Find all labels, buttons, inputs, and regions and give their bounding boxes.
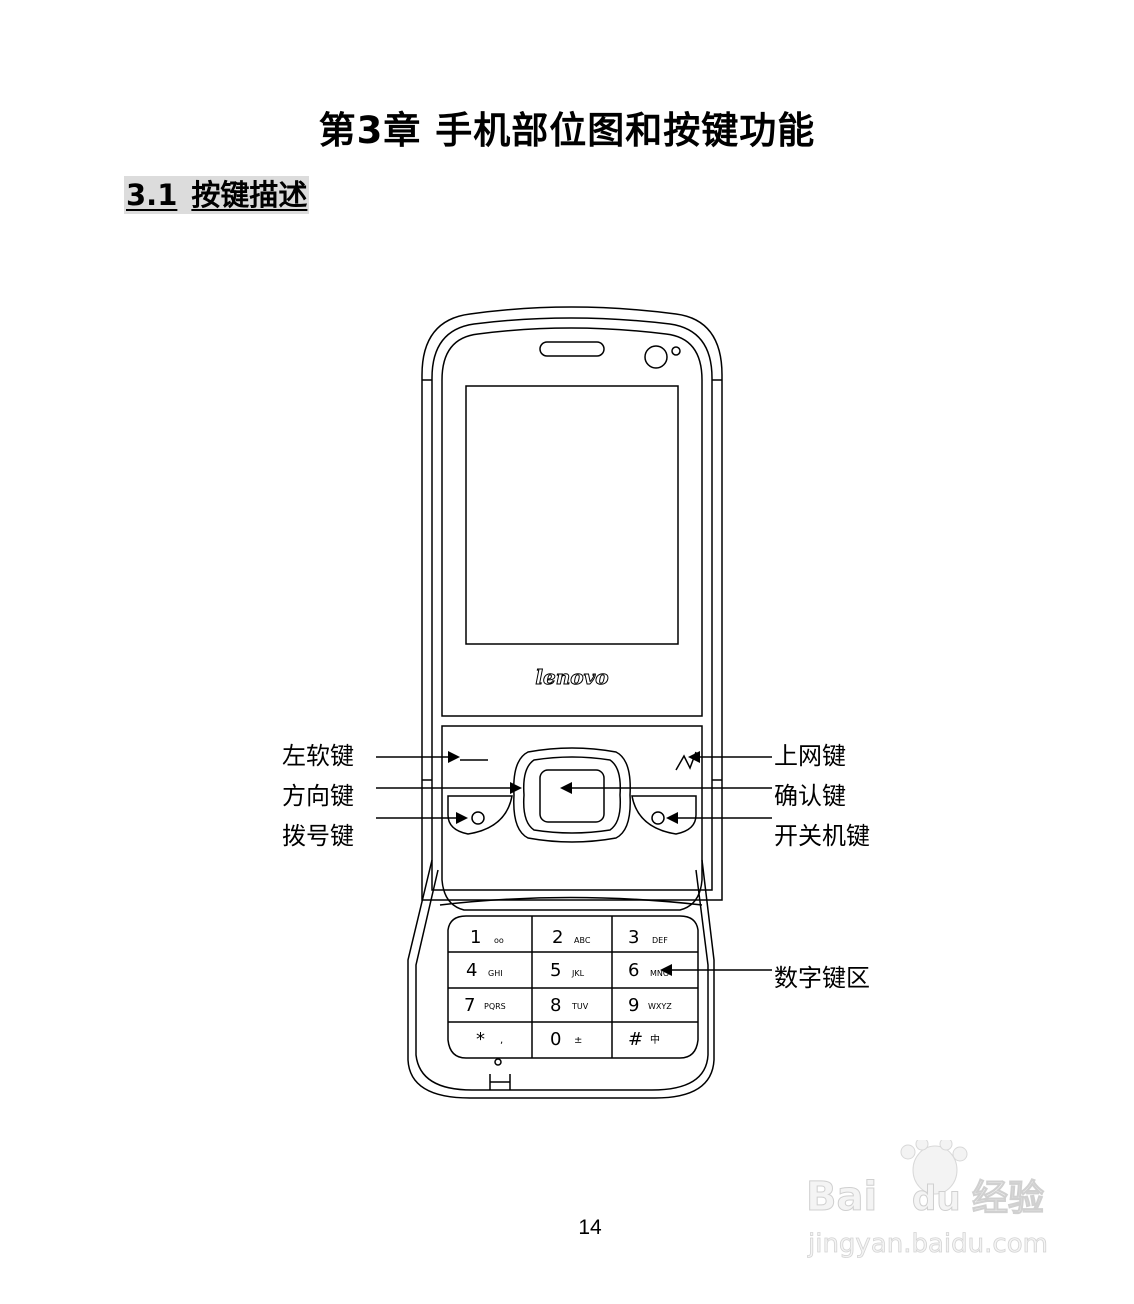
section-heading: 3.1 按键描述 [124, 176, 310, 214]
section-title: 按键描述 [191, 178, 308, 212]
key-hash-sub: 中 [650, 1033, 660, 1046]
key-3-digit: 3 [628, 927, 639, 948]
key-4-sub: GHI [488, 969, 503, 978]
key-hash-digit: # [628, 1029, 643, 1050]
key-4-digit: 4 [466, 960, 477, 981]
label-left-soft-key: 左软键 [282, 742, 354, 770]
section-number: 3.1 [126, 178, 178, 212]
earpiece [539, 341, 605, 357]
key-3-sub: DEF [652, 936, 668, 945]
key-7-sub: PQRS [484, 1002, 506, 1011]
confirm-key [539, 769, 605, 823]
phone-lower-body [407, 859, 715, 1099]
key-0-sub: ± [574, 1035, 582, 1046]
brand-logo: lenovo [535, 665, 608, 689]
label-direction-key: 方向键 [282, 782, 354, 810]
key-9-digit: 9 [628, 995, 639, 1016]
label-confirm-key: 确认键 [774, 782, 846, 810]
watermark-brand-a: Bai [806, 1174, 877, 1220]
key-5-sub: JKL [571, 969, 585, 978]
watermark-brand-b: du [912, 1179, 961, 1219]
operator-logo-icon [644, 345, 668, 369]
page-number: 14 [578, 1216, 602, 1239]
watermark-url: jingyan.baidu.com [807, 1229, 1048, 1259]
label-dial-key: 拨号键 [282, 822, 354, 850]
key-5-digit: 5 [550, 960, 561, 981]
paw-icon [912, 1145, 958, 1195]
key-6-sub: MNO [650, 969, 669, 978]
internet-key-icon [675, 751, 697, 771]
key-6-digit: 6 [628, 960, 639, 981]
key-8-sub: TUV [571, 1002, 589, 1011]
key-1-digit: 1 [470, 927, 481, 948]
key-9-sub: WXYZ [648, 1002, 672, 1011]
key-2-digit: 2 [552, 927, 563, 948]
baidu-watermark: Bai du 经验 jingyan.baidu.com [806, 1140, 1048, 1259]
label-power-key: 开关机键 [774, 822, 870, 850]
key-2-sub: ABC [574, 936, 591, 945]
dial-key-icon [471, 811, 485, 825]
key-7-digit: 7 [464, 995, 475, 1016]
keypad [447, 915, 699, 1059]
label-internet-key: 上网键 [774, 742, 846, 770]
watermark-brand-c: 经验 [972, 1178, 1044, 1219]
navigation-key [513, 747, 631, 843]
key-star-digit: * [476, 1029, 485, 1050]
phone-screen [465, 385, 679, 645]
key-8-digit: 8 [550, 995, 561, 1016]
key-star-sub: , [500, 1035, 503, 1046]
phone-upper-body [421, 306, 723, 901]
key-1-sub: oo [494, 936, 504, 945]
label-number-keys: 数字键区 [774, 964, 870, 992]
power-key-icon [651, 811, 665, 825]
chapter-title: 第3章 手机部位图和按键功能 [318, 109, 816, 152]
key-0-digit: 0 [550, 1029, 561, 1050]
